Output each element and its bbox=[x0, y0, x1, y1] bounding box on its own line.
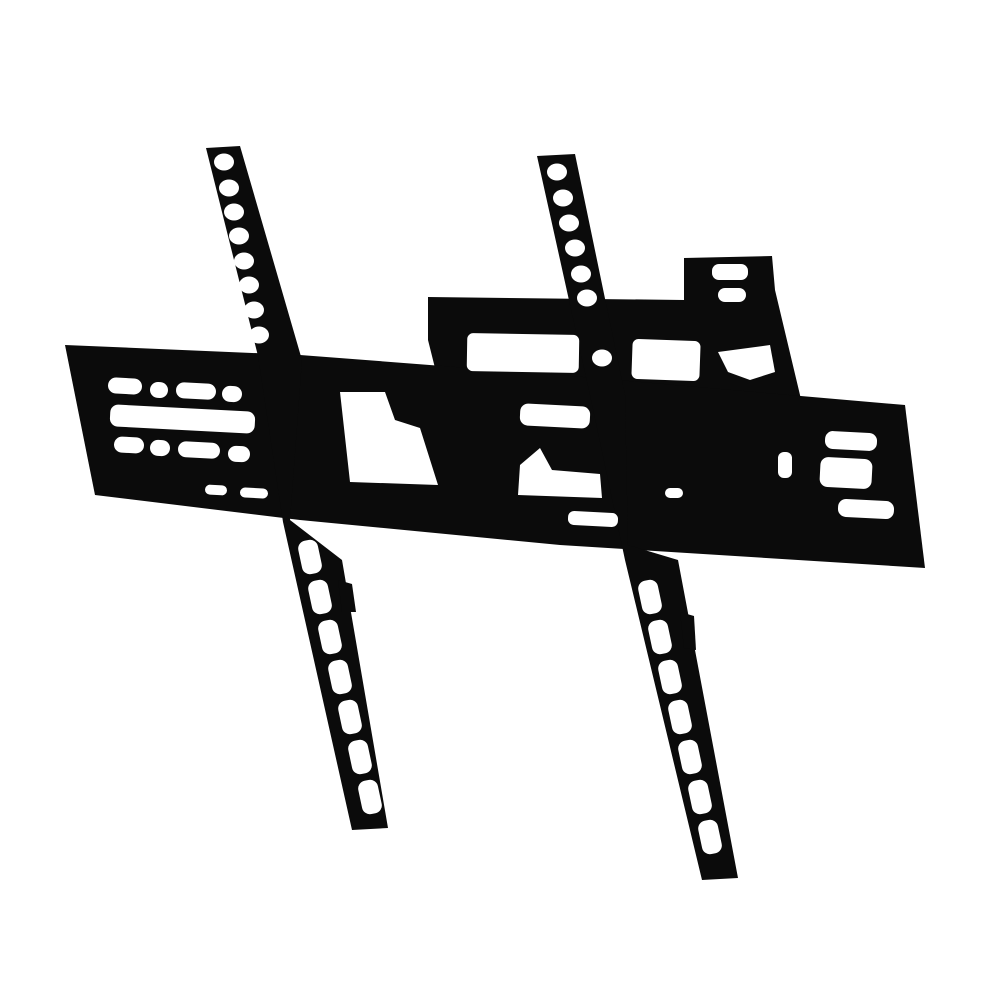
left-arm-hole bbox=[244, 301, 264, 319]
right-arm-slot bbox=[688, 779, 712, 815]
right-arm-hole bbox=[547, 163, 567, 181]
right-arm-slot bbox=[698, 819, 722, 855]
plate-slot bbox=[205, 484, 227, 496]
plate-slot bbox=[178, 441, 220, 459]
right-arm-hole bbox=[553, 189, 573, 207]
right-arm-slot bbox=[658, 659, 682, 695]
right-arm-hole bbox=[571, 265, 591, 283]
right-vertical-arm bbox=[537, 154, 738, 880]
right-arm-hook bbox=[680, 612, 696, 650]
plate-window bbox=[340, 392, 438, 485]
plate-slot bbox=[567, 511, 619, 527]
left-arm-slot bbox=[308, 579, 332, 615]
left-arm-hole bbox=[229, 227, 249, 245]
plate-slot bbox=[228, 445, 250, 463]
left-arm-hole bbox=[234, 252, 254, 270]
left-arm-hole bbox=[249, 326, 269, 344]
right-arm-slot bbox=[668, 699, 692, 735]
left-arm-slot bbox=[348, 739, 372, 775]
left-arm-hole bbox=[239, 276, 259, 294]
bracket-slot bbox=[718, 288, 746, 302]
bracket-slot bbox=[631, 339, 701, 381]
plate-slot bbox=[519, 403, 591, 429]
left-arm-hole bbox=[214, 153, 234, 171]
right-arm-slot bbox=[678, 739, 702, 775]
plate-slot bbox=[819, 457, 873, 489]
left-arm-slot bbox=[318, 619, 342, 655]
plate-slot bbox=[778, 452, 792, 478]
plate-slot bbox=[109, 404, 256, 434]
plate-slot bbox=[222, 385, 242, 403]
left-arm-slot bbox=[298, 539, 322, 575]
bracket-slot bbox=[466, 333, 580, 373]
plate-slot bbox=[824, 431, 878, 451]
bracket-hole bbox=[592, 349, 612, 367]
left-arm-hook bbox=[338, 580, 356, 612]
bracket-window bbox=[718, 345, 775, 380]
left-arm-hole bbox=[224, 203, 244, 221]
plate-slot bbox=[150, 381, 168, 399]
right-arm-hole bbox=[577, 289, 597, 307]
plate-slot bbox=[150, 439, 170, 457]
plate-slot bbox=[108, 377, 142, 395]
left-arm-slot bbox=[328, 659, 352, 695]
left-arm-slot bbox=[358, 779, 382, 815]
mount-holes bbox=[108, 153, 895, 855]
right-arm-slot bbox=[638, 579, 662, 615]
left-arm-hole bbox=[219, 179, 239, 197]
bracket-slot bbox=[712, 264, 748, 280]
left-arm-slot bbox=[338, 699, 362, 735]
plate-slot bbox=[665, 488, 683, 498]
plate-slot bbox=[837, 498, 895, 520]
right-arm-hole bbox=[565, 239, 585, 257]
plate-window bbox=[518, 448, 602, 498]
plate-slot bbox=[176, 382, 216, 400]
right-arm-slot bbox=[648, 619, 672, 655]
right-arm-hole bbox=[559, 214, 579, 232]
plate-slot bbox=[240, 487, 268, 499]
plate-slot bbox=[114, 436, 144, 454]
